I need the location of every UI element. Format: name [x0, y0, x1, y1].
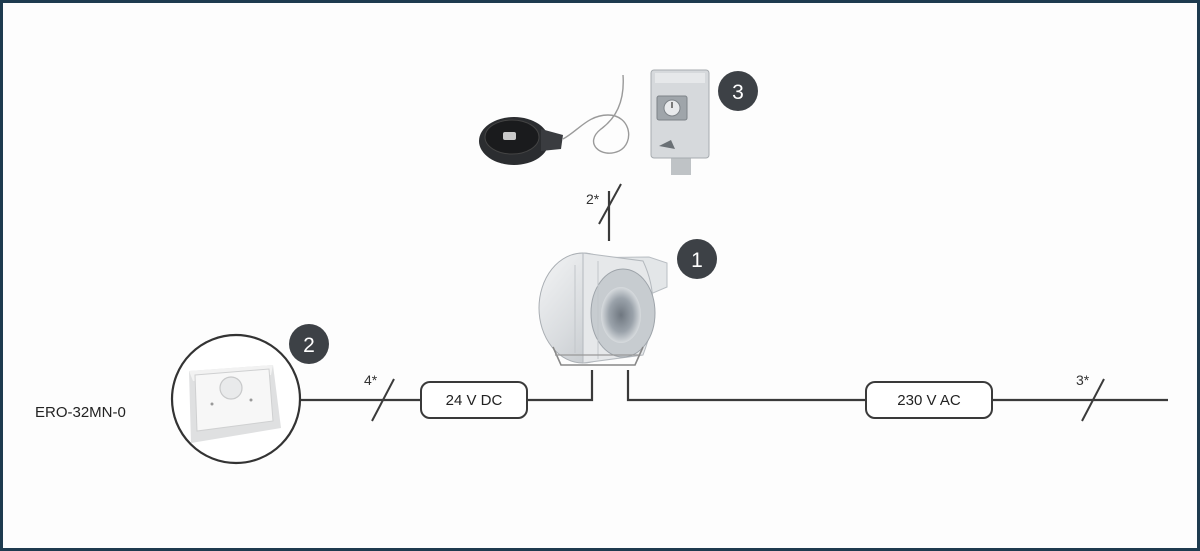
badge-3-label: 3 — [732, 81, 744, 104]
wire-count-mains: 3* — [1076, 372, 1090, 388]
wire-fan-to-230vac — [626, 370, 865, 402]
product-label: ERO-32MN-0 — [35, 404, 126, 421]
box-230vac: 230 V AC — [865, 381, 993, 419]
slash-mains — [1081, 378, 1105, 422]
wiring-diagram: 4* 2* 3* 24 V DC 230 V AC ERO-32MN-0 — [35, 69, 1168, 465]
box-230vac-label: 230 V AC — [897, 392, 961, 409]
badge-3: 3 — [718, 71, 758, 111]
capillary-thermostat-icon — [479, 74, 630, 165]
room-thermostat-icon — [650, 69, 710, 175]
badge-1: 1 — [677, 239, 717, 279]
slash-controller — [371, 378, 395, 422]
box-24vdc-label: 24 V DC — [446, 392, 503, 409]
badge-2-label: 2 — [303, 334, 315, 357]
wire-count-thermostat: 2* — [586, 191, 600, 207]
wire-24vdc-to-fan — [528, 370, 594, 402]
box-24vdc: 24 V DC — [420, 381, 528, 419]
wire-slashes — [371, 183, 1105, 422]
slash-thermostat — [598, 183, 622, 225]
wire-count-controller: 4* — [364, 372, 378, 388]
speed-controller-icon — [170, 333, 302, 465]
centrifugal-fan-icon — [538, 252, 668, 366]
wires — [300, 191, 1168, 402]
badge-1-label: 1 — [691, 249, 703, 272]
badge-2: 2 — [289, 324, 329, 364]
